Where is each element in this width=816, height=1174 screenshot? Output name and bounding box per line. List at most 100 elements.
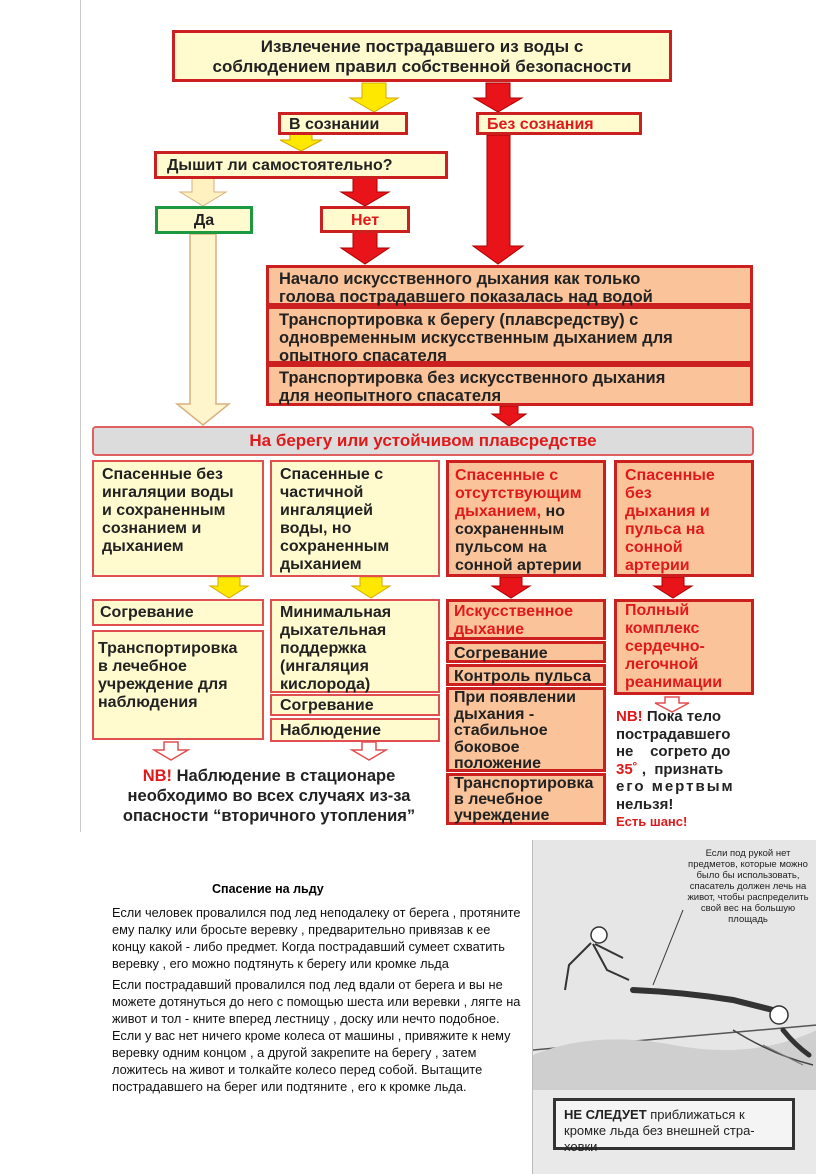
- unconscious-box: Без сознания: [476, 112, 642, 135]
- col1-line4: сознанием и: [102, 520, 202, 537]
- action-warming-1: Согревание: [92, 599, 264, 626]
- action-pulse-control: Контроль пульса: [446, 664, 606, 686]
- nb-left-line1: Наблюдение в стационаре: [172, 767, 396, 785]
- col4-line1: Спасенные: [625, 467, 715, 484]
- nb-right-mark: NB!: [616, 708, 643, 725]
- col1-line3: и сохраненным: [102, 502, 226, 519]
- col4-line6: артерии: [625, 557, 690, 574]
- action-observation-label: Наблюдение: [280, 722, 382, 739]
- col3-line4: сохраненным: [455, 521, 565, 538]
- ice-rescue-drawing: [533, 840, 816, 1090]
- col2-line5: сохраненным: [280, 538, 390, 555]
- a1b-line4: наблюдения: [98, 694, 198, 711]
- arrow-to-question: [279, 133, 323, 152]
- a2a-line2: дыхательная: [280, 622, 387, 639]
- arrow-col4: [652, 576, 694, 599]
- arrow-to-yes: [178, 176, 228, 207]
- a4a-line4: легочной: [625, 656, 699, 673]
- unconscious-label: Без сознания: [487, 116, 594, 133]
- col3-line1: Спасенные с: [455, 467, 559, 484]
- a3e-line3: учреждение: [454, 807, 550, 824]
- step1-line1: Начало искусственного дыхания как только: [279, 270, 641, 288]
- arrow-steps-to-shore: [490, 405, 528, 427]
- col4-line2: без: [625, 485, 652, 502]
- rescue-flowchart: Извлечение пострадавшего из воды с соблю…: [92, 30, 756, 831]
- step-start-breathing: Начало искусственного дыхания как только…: [266, 265, 753, 306]
- ice-rescue-illustration: Если под рукой нет предметов, которые мо…: [532, 840, 816, 1174]
- col2-line6: дыханием: [280, 556, 362, 573]
- step2-line2: одновременным искусственным дыханием для: [279, 329, 673, 347]
- arrow-col2: [350, 576, 392, 599]
- nb-right-line1: Пока тело: [642, 708, 721, 725]
- action-transport-hospital: Транспортировка в лечебное учреждение: [446, 773, 606, 825]
- col3-line3-rest: но: [541, 503, 565, 520]
- yes-box: Да: [155, 206, 253, 234]
- shore-bar: На берегу или устойчивом плавсредстве: [92, 426, 754, 456]
- action-artificial-breathing: Искусственное дыхание: [446, 599, 606, 640]
- a1b-line2: в лечебное: [98, 658, 187, 675]
- col1-line2: ингаляции воды: [102, 484, 234, 501]
- action-observation: Наблюдение: [270, 718, 440, 742]
- nb-right-line2: пострадавшего: [616, 725, 731, 743]
- nb-left-line2: необходимо во всех случаях из-за: [127, 787, 411, 805]
- nb-right-line3: не согрето до: [616, 743, 731, 760]
- nb-left-line3: опасности “вторичного утопления”: [122, 807, 416, 825]
- arrow-col3: [490, 576, 532, 599]
- yes-label: Да: [193, 212, 215, 229]
- action-recovery-position: При появлении дыхания - стабильное боков…: [446, 687, 606, 772]
- no-box: Нет: [320, 206, 410, 233]
- arrow-unconscious-to-steps: [471, 134, 525, 265]
- nb-right-line5: его мертвым: [616, 778, 735, 795]
- col2-line3: ингаляцией: [280, 502, 373, 519]
- arrow-yes-to-shore: [174, 233, 232, 426]
- victim-figure: [762, 1027, 812, 1066]
- col3-line3: дыханием,: [455, 503, 542, 520]
- action-transport-observe: Транспортировка в лечебное учреждение дл…: [92, 630, 264, 740]
- col1-line5: дыханием: [102, 538, 184, 555]
- a3d-line1: При появлении: [454, 689, 576, 706]
- shore-label: На берегу или устойчивом плавсредстве: [249, 431, 597, 450]
- arrow-to-unconscious: [472, 82, 524, 113]
- page-edge-line: [80, 0, 81, 832]
- conscious-label: В сознании: [289, 116, 380, 133]
- arrow-to-conscious: [348, 82, 400, 113]
- a3e-line1: Транспортировка: [454, 775, 594, 792]
- col3-line2: отсутствующим: [455, 485, 582, 502]
- nb-right-line4: , признать: [637, 760, 724, 778]
- warning-rest: приближаться к кромке льда без внешней с…: [564, 1107, 755, 1154]
- rescuer-lying-figure: [630, 987, 789, 1025]
- arrow-no-to-steps: [339, 231, 391, 265]
- illustration-caption: Если под рукой нет предметов, которые мо…: [687, 848, 809, 925]
- step2-line3: опытного спасателя: [279, 347, 447, 365]
- col1-line1: Спасенные без: [102, 466, 223, 483]
- a4a-line2: комплекс: [625, 620, 700, 637]
- action-warming-3-label: Согревание: [454, 645, 548, 662]
- nb-left-note: NB! Наблюдение в стационаре необходимо в…: [96, 766, 442, 826]
- a3a-line1: Искусственное: [454, 603, 574, 620]
- arrow-nb-left-1: [151, 741, 191, 761]
- action-warming-1-label: Согревание: [100, 604, 194, 621]
- title-box: Извлечение пострадавшего из воды с соблю…: [172, 30, 672, 82]
- a1b-line1: Транспортировка: [98, 640, 238, 657]
- arrow-col1: [208, 576, 250, 599]
- a4a-line5: реанимации: [625, 674, 723, 691]
- rescuer-kneeling-figure: [564, 926, 630, 991]
- ice-paragraph-1: Если человек провалился под лед неподале…: [112, 905, 521, 971]
- action-warming-2-label: Согревание: [280, 697, 374, 714]
- action-warming-3: Согревание: [446, 641, 606, 663]
- conscious-box: В сознании: [278, 112, 408, 135]
- breathing-question-box: Дышит ли самостоятельно?: [154, 151, 448, 179]
- col4-line3: дыхания и: [625, 503, 710, 520]
- a2a-line5: кислорода): [280, 676, 371, 693]
- nb-right-line7: Есть шанс!: [616, 814, 688, 829]
- ice-paragraph-2: Если пострадавший провалился под лед вда…: [112, 977, 521, 1094]
- col4-line5: сонной: [625, 539, 683, 556]
- no-label: Нет: [350, 212, 380, 229]
- ice-warning-box: НЕ СЛЕДУЕТ приближаться к кромке льда бе…: [553, 1098, 795, 1154]
- step-transport-experienced: Транспортировка к берегу (плавсредству) …: [266, 306, 753, 365]
- col2-line4: воды, но: [280, 520, 352, 537]
- col1-box: Спасенные без ингаляции воды и сохраненн…: [92, 460, 264, 577]
- nb-right-note: NB! Пока тело пострадавшего не согрето д…: [616, 708, 756, 831]
- a2a-line4: (ингаляция: [280, 658, 369, 675]
- col3-line6: сонной артерии: [455, 557, 582, 574]
